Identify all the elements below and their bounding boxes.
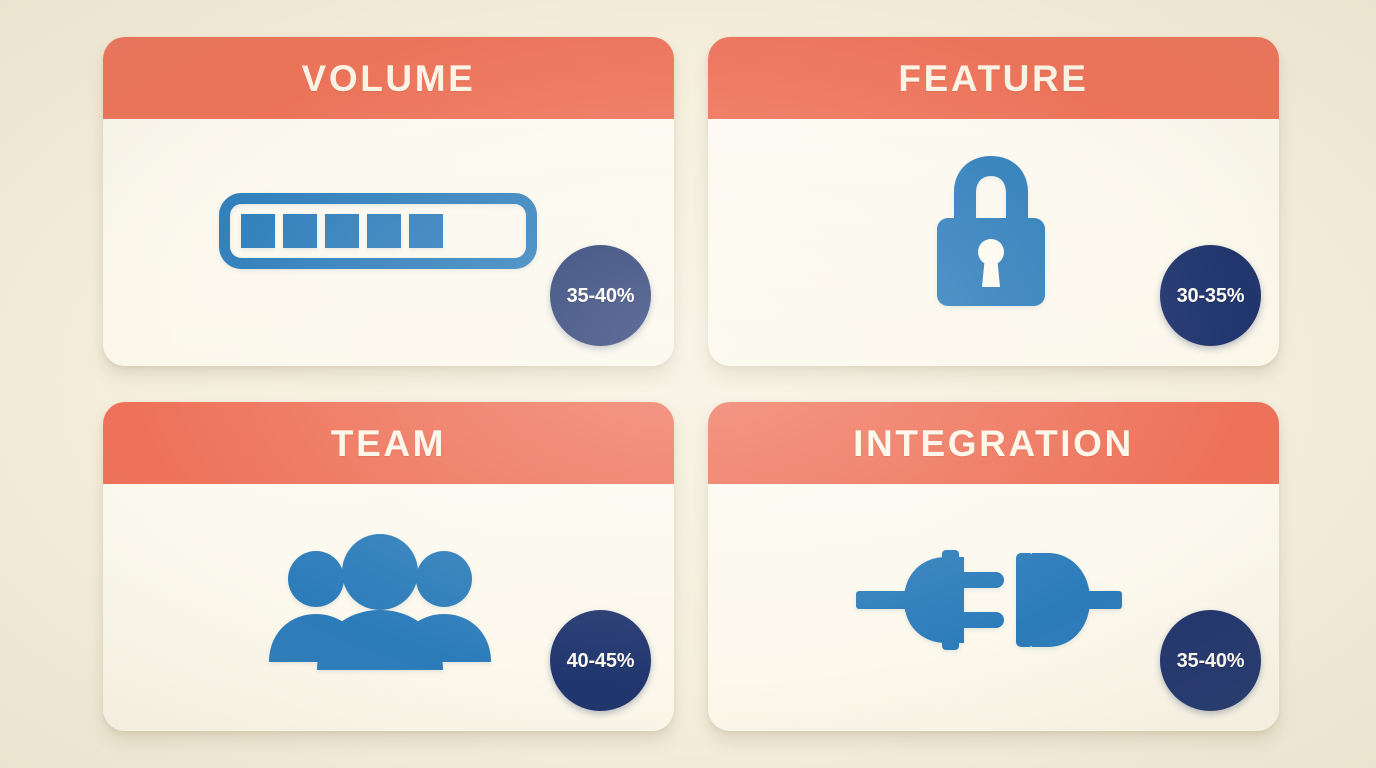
people-group-icon	[263, 532, 497, 674]
card-volume-badge[interactable]: 35-40%	[550, 245, 651, 346]
card-volume-inner: VOLUME	[103, 37, 674, 366]
card-team-body	[103, 484, 674, 731]
card-feature[interactable]: FEATURE 30-35%	[708, 37, 1279, 366]
card-feature-title: FEATURE	[898, 57, 1089, 99]
plug-connector-icon	[855, 549, 1122, 650]
card-integration-title: INTEGRATION	[853, 422, 1134, 464]
card-integration-body	[708, 484, 1279, 731]
lock-icon	[932, 152, 1050, 310]
card-volume-badge-text: 35-40%	[566, 284, 635, 307]
card-feature-badge[interactable]: 30-35%	[1160, 245, 1261, 346]
card-integration-badge[interactable]: 35-40%	[1160, 610, 1261, 711]
card-volume-header: VOLUME	[103, 37, 674, 119]
card-team-header: TEAM	[103, 402, 674, 484]
card-team[interactable]: TEAM	[103, 402, 674, 731]
card-volume-title: VOLUME	[301, 57, 476, 99]
progress-bar-icon	[218, 192, 537, 269]
card-team-badge-text: 40-45%	[566, 649, 635, 672]
card-integration[interactable]: INTEGRATION	[708, 402, 1279, 731]
card-feature-header: FEATURE	[708, 37, 1279, 119]
card-integration-inner: INTEGRATION	[708, 402, 1279, 731]
card-integration-badge-text: 35-40%	[1176, 649, 1245, 672]
card-feature-badge-text: 30-35%	[1176, 284, 1245, 307]
card-team-badge[interactable]: 40-45%	[550, 610, 651, 711]
card-integration-header: INTEGRATION	[708, 402, 1279, 484]
card-volume-body	[103, 119, 674, 366]
card-feature-body	[708, 119, 1279, 366]
card-volume[interactable]: VOLUME 35	[103, 37, 674, 366]
card-team-title: TEAM	[330, 422, 447, 464]
